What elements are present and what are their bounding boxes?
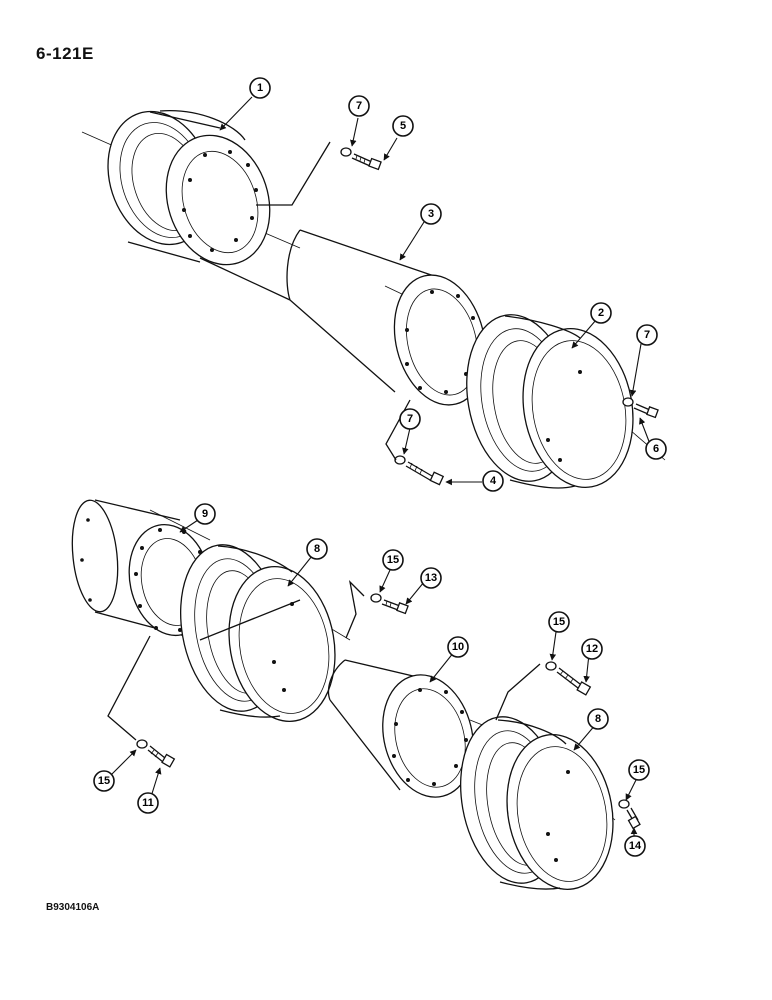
svg-text:7: 7 — [407, 413, 413, 425]
page-number: 6-121E — [36, 44, 94, 63]
svg-text:15: 15 — [387, 554, 399, 566]
callout-7-c: 7 — [399, 408, 421, 430]
callout-15-c: 15 — [93, 770, 115, 792]
callout-10: 10 — [447, 636, 469, 658]
svg-text:11: 11 — [142, 797, 154, 809]
callout-2: 2 — [590, 302, 612, 324]
callout-5: 5 — [392, 115, 414, 137]
callout-15-a: 15 — [382, 549, 404, 571]
svg-text:13: 13 — [425, 572, 437, 584]
callout-7-a: 7 — [348, 95, 370, 117]
svg-text:2: 2 — [598, 307, 604, 319]
callout-12: 12 — [581, 638, 603, 660]
svg-text:8: 8 — [314, 543, 320, 555]
svg-text:6: 6 — [653, 443, 659, 455]
svg-text:15: 15 — [98, 775, 110, 787]
svg-text:1: 1 — [257, 82, 263, 94]
svg-text:15: 15 — [553, 616, 565, 628]
lower-assembly — [71, 499, 641, 890]
svg-text:5: 5 — [400, 120, 406, 132]
callout-13: 13 — [420, 567, 442, 589]
svg-text:9: 9 — [202, 508, 208, 520]
upper-hardware — [340, 147, 659, 486]
wheel-rim-8-middle — [179, 544, 336, 722]
callout-14: 14 — [624, 835, 646, 857]
callout-4: 4 — [482, 470, 504, 492]
svg-text:12: 12 — [586, 643, 598, 655]
svg-text:7: 7 — [356, 100, 362, 112]
svg-text:4: 4 — [490, 475, 497, 487]
svg-text:3: 3 — [428, 208, 434, 220]
figure-code: B9304106A — [46, 902, 100, 913]
callout-8-a: 8 — [306, 538, 328, 560]
callout-15-d: 15 — [628, 759, 650, 781]
spacer-drum-10 — [327, 659, 474, 798]
callout-9: 9 — [194, 503, 216, 525]
lower-hardware — [136, 593, 641, 830]
callout-15-b: 15 — [548, 611, 570, 633]
svg-text:14: 14 — [629, 840, 642, 852]
callout-1: 1 — [249, 77, 271, 99]
wheel-rim-8-right — [459, 716, 614, 890]
callout-8-b: 8 — [587, 708, 609, 730]
svg-text:10: 10 — [452, 641, 464, 653]
wheel-rim-2 — [466, 314, 634, 489]
callout-11: 11 — [137, 792, 159, 814]
callout-7-b: 7 — [636, 324, 658, 346]
spacer-drum-3 — [286, 229, 487, 406]
callout-6: 6 — [645, 438, 667, 460]
svg-text:15: 15 — [633, 764, 645, 776]
wheel-rim-1 — [107, 110, 271, 266]
svg-text:7: 7 — [644, 329, 650, 341]
upper-assembly — [81, 96, 666, 489]
callout-3: 3 — [420, 203, 442, 225]
svg-text:8: 8 — [595, 713, 601, 725]
